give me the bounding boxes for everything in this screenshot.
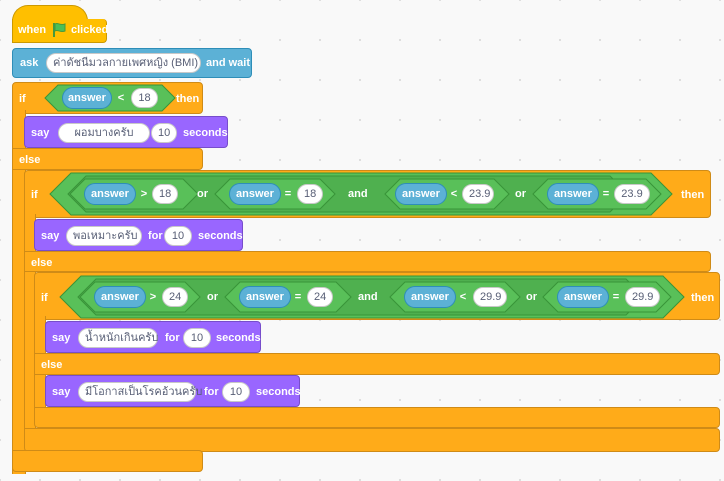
say-message-input[interactable]: น้ำหนักเกินครับ <box>78 328 158 348</box>
for-label: for <box>165 332 180 344</box>
operator-symbol: < <box>459 291 467 303</box>
operator-symbol: > <box>140 188 148 200</box>
or-label: or <box>197 188 208 200</box>
say-for-secs-block-1[interactable]: say ผอมบางครับ for 10 seconds <box>24 116 228 148</box>
operator-symbol: = <box>612 291 620 303</box>
say-for-secs-block-3[interactable]: say น้ำหนักเกินครับ for 10 seconds <box>45 321 261 353</box>
answer-reporter[interactable]: answer <box>94 286 146 308</box>
else-label: else <box>41 359 63 371</box>
operator-symbol: = <box>284 188 292 200</box>
or-label: or <box>515 188 526 200</box>
and-label: and <box>348 188 368 200</box>
say-for-secs-block-4[interactable]: say มีโอกาสเป็นโรคอ้วนครับ for 10 second… <box>45 375 301 407</box>
else-section-3: else <box>34 353 720 375</box>
and-label: and <box>358 291 378 303</box>
operand-input[interactable]: 23.9 <box>462 184 494 204</box>
answer-reporter[interactable]: answer <box>395 183 447 205</box>
operand-input[interactable]: 24 <box>307 287 333 307</box>
operator-symbol: = <box>294 291 302 303</box>
seconds-input[interactable]: 10 <box>183 328 211 348</box>
answer-reporter[interactable]: answer <box>404 286 456 308</box>
then-label: then <box>691 292 715 304</box>
when-label: when <box>18 24 47 36</box>
say-label: say <box>41 230 60 242</box>
operand-input[interactable]: 23.9 <box>614 184 650 204</box>
say-label: say <box>52 332 71 344</box>
green-flag-icon <box>53 22 66 37</box>
operator-symbol: > <box>149 291 157 303</box>
operand-input[interactable]: 18 <box>131 88 158 108</box>
seconds-input[interactable]: 10 <box>164 226 192 246</box>
for-label: for <box>204 386 219 398</box>
seconds-label: seconds <box>216 332 261 344</box>
or-label: or <box>526 291 537 303</box>
say-message-input[interactable]: มีโอกาสเป็นโรคอ้วนครับ <box>78 382 202 402</box>
when-flag-clicked-block[interactable]: when clicked <box>12 19 109 43</box>
answer-reporter[interactable]: answer <box>557 286 609 308</box>
seconds-label: seconds <box>256 386 301 398</box>
ask-label: ask <box>20 57 39 69</box>
else-section-1: else <box>12 148 203 170</box>
answer-reporter[interactable]: answer <box>62 87 112 109</box>
seconds-label: seconds <box>198 230 243 242</box>
ask-and-wait-block[interactable]: ask ค่าดัชนีมวลกายเพศหญิง (BMI) and wait <box>12 48 252 78</box>
say-for-secs-block-2[interactable]: say พอเหมาะครับ for 10 seconds <box>34 219 243 251</box>
or-label: or <box>207 291 218 303</box>
if-label: if <box>41 292 48 304</box>
ask-question-input[interactable]: ค่าดัชนีมวลกายเพศหญิง (BMI) <box>46 53 201 73</box>
say-label: say <box>52 386 71 398</box>
say-message-input[interactable]: พอเหมาะครับ <box>66 226 142 246</box>
seconds-input[interactable]: 10 <box>151 123 177 143</box>
then-label: then <box>681 189 705 201</box>
operator-symbol: = <box>602 188 610 200</box>
operator-symbol: < <box>117 92 125 104</box>
seconds-label: seconds <box>183 127 228 139</box>
and-wait-label: and wait <box>206 57 251 69</box>
operand-input[interactable]: 24 <box>162 287 188 307</box>
if-else-block-3-bottom <box>34 407 720 428</box>
seconds-input[interactable]: 10 <box>222 382 250 402</box>
answer-reporter[interactable]: answer <box>84 183 136 205</box>
say-message-input[interactable]: ผอมบางครับ <box>58 123 150 143</box>
if-else-block-2-bottom <box>24 428 720 452</box>
else-section-2: else <box>24 251 711 272</box>
clicked-label: clicked <box>71 24 109 36</box>
if-label: if <box>31 189 38 201</box>
operand-input[interactable]: 18 <box>152 184 178 204</box>
answer-reporter[interactable]: answer <box>239 286 291 308</box>
for-label: for <box>148 230 163 242</box>
say-label: say <box>31 127 50 139</box>
operand-input[interactable]: 29.9 <box>625 287 660 307</box>
if-else-block-1-bottom <box>12 450 203 472</box>
else-label: else <box>31 257 53 269</box>
answer-reporter[interactable]: answer <box>229 183 281 205</box>
operand-input[interactable]: 18 <box>297 184 323 204</box>
else-label: else <box>19 154 41 166</box>
operator-symbol: < <box>450 188 458 200</box>
if-label: if <box>19 93 26 105</box>
answer-reporter[interactable]: answer <box>547 183 599 205</box>
then-label: then <box>176 93 200 105</box>
operand-input[interactable]: 29.9 <box>473 287 507 307</box>
